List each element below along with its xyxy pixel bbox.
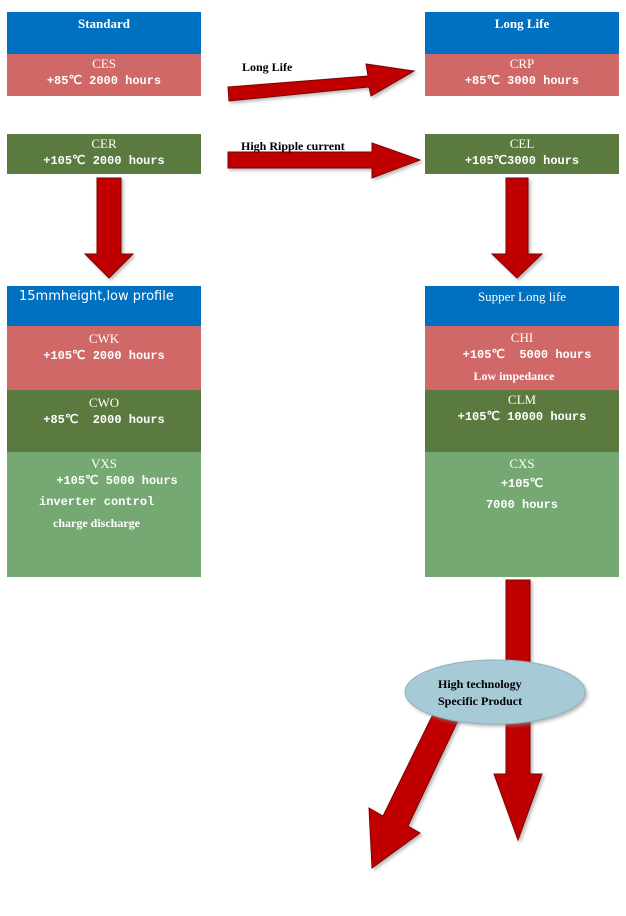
vxs-line2: inverter control	[39, 495, 155, 509]
cwk-name: CWK	[88, 331, 120, 346]
cwo-name: CWO	[88, 395, 120, 410]
cer-box: CER +105℃ 2000 hours	[7, 134, 201, 174]
supper-long-life-header: Supper Long life	[425, 286, 619, 326]
cwk-box: CWK +105℃ 2000 hours	[7, 326, 201, 390]
low-profile-header: 15mmheight,low profile	[7, 286, 201, 326]
arrow-diagonal	[368, 699, 463, 869]
ces-box: CES +85℃ 2000 hours	[7, 54, 201, 96]
cer-spec: +105℃ 2000 hours	[43, 154, 165, 168]
low-profile-label: 15mmheight,low profile	[19, 289, 174, 304]
chi-name: CHI	[510, 330, 534, 345]
arrow-long-life	[227, 63, 416, 102]
cxs-line2: 7000 hours	[485, 498, 558, 512]
chi-line2: Low impedance	[473, 369, 555, 383]
clm-name: CLM	[507, 392, 537, 407]
vxs-box: VXS +105℃ 5000 hours inverter control ch…	[7, 452, 201, 577]
cel-name: CEL	[509, 136, 535, 151]
high-ripple-arrow-label: High Ripple current	[241, 139, 345, 153]
supper-long-life-label: Supper Long life	[477, 289, 567, 304]
cel-spec: +105℃3000 hours	[464, 154, 580, 168]
cel-box: CEL +105℃3000 hours	[425, 134, 619, 174]
crp-box: CRP +85℃ 3000 hours	[425, 54, 619, 96]
cxs-spec: +105℃	[500, 477, 544, 491]
arrow-down-left	[83, 177, 135, 279]
crp-name: CRP	[509, 56, 535, 71]
oval-shape	[404, 659, 586, 725]
long-life-header: Long Life	[425, 12, 619, 54]
long-life-arrow-label: Long Life	[242, 60, 293, 74]
cxs-name: CXS	[509, 456, 535, 471]
ces-spec: +85℃ 2000 hours	[46, 74, 162, 88]
crp-spec: +85℃ 3000 hours	[464, 74, 580, 88]
cwo-spec: +85℃ 2000 hours	[43, 413, 165, 427]
vxs-name: VXS	[90, 456, 117, 471]
vxs-line3: charge discharge	[53, 516, 140, 530]
arrow-high-ripple	[227, 142, 422, 179]
standard-header: Standard	[7, 12, 201, 54]
oval-text: High technology Specific Product	[438, 676, 522, 710]
chi-spec: +105℃ 5000 hours	[462, 348, 592, 362]
long-life-header-label: Long Life	[494, 16, 550, 31]
cwo-box: CWO +85℃ 2000 hours	[7, 390, 201, 452]
clm-box: CLM +105℃ 10000 hours	[425, 390, 619, 452]
standard-header-label: Standard	[77, 16, 131, 31]
ces-name: CES	[92, 56, 116, 71]
oval-line2: Specific Product	[438, 694, 523, 708]
chi-box: CHI +105℃ 5000 hours Low impedance	[425, 326, 619, 390]
clm-spec: +105℃ 10000 hours	[457, 410, 587, 424]
oval-line1: High technology	[438, 677, 522, 691]
cwk-spec: +105℃ 2000 hours	[43, 349, 165, 363]
cxs-box: CXS +105℃ 7000 hours	[425, 452, 619, 577]
arrow-down-right	[490, 177, 544, 279]
vxs-spec: +105℃ 5000 hours	[56, 474, 178, 488]
cer-name: CER	[91, 136, 117, 151]
